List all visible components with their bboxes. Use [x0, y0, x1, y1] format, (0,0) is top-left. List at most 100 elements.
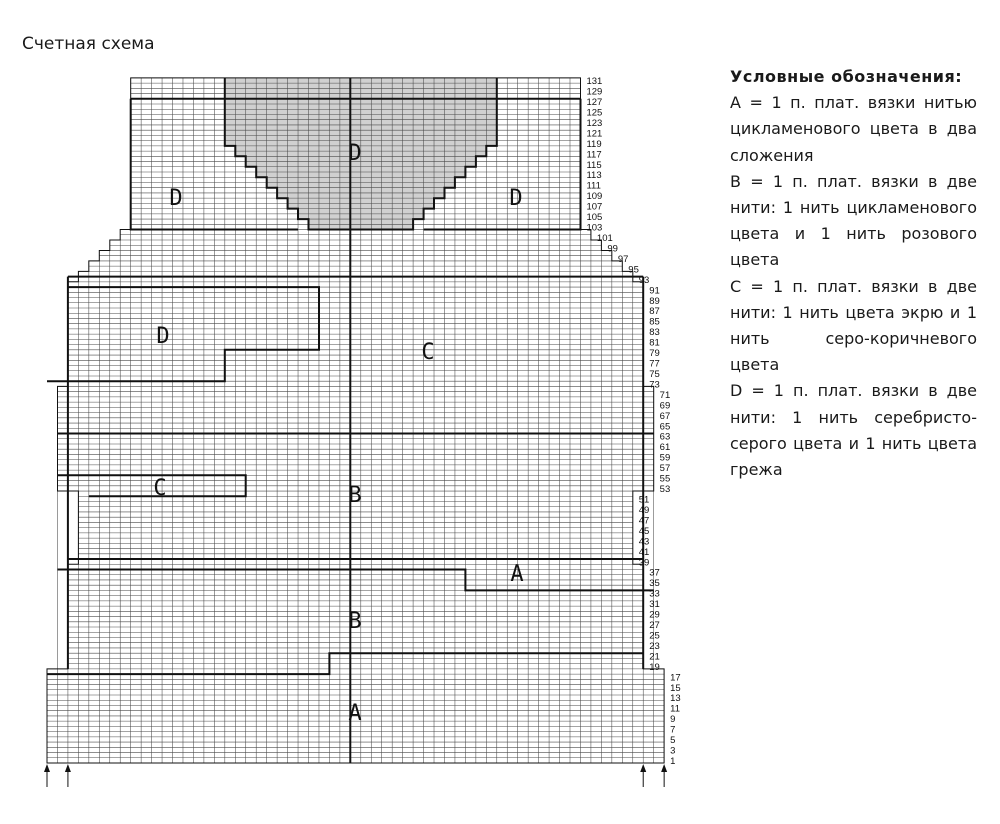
row-number: 53	[660, 484, 671, 495]
row-number: 35	[649, 578, 660, 589]
zone-label-b: B	[348, 483, 361, 508]
row-number: 103	[586, 223, 602, 234]
row-number: 99	[607, 243, 618, 254]
row-number: 33	[649, 589, 660, 600]
stitch-grid	[46, 77, 665, 764]
knitting-chart: A B A B C C D D D D 13579111315171921232…	[44, 76, 681, 787]
row-number: 69	[660, 400, 671, 411]
zone-border	[129, 98, 298, 231]
row-number: 3	[670, 746, 675, 757]
row-number: 113	[586, 170, 601, 181]
row-number: 65	[660, 421, 671, 432]
row-number: 131	[586, 76, 602, 87]
row-number: 39	[639, 557, 650, 568]
row-number: 111	[586, 181, 600, 192]
row-number: 21	[649, 651, 660, 662]
legend-item-c: C = 1 п. плат. вязки в две нити: 1 нить …	[730, 276, 977, 375]
legend-item-b: B = 1 п. плат. вязки в две нити: 1 нить …	[730, 171, 977, 270]
row-number: 41	[639, 547, 650, 558]
row-number: 15	[670, 683, 681, 694]
row-number: 81	[649, 338, 660, 349]
row-number: 71	[660, 390, 671, 401]
row-number: 43	[639, 536, 650, 547]
legend-item-d: D = 1 п. плат. вязки в две нити: 1 нить …	[730, 381, 977, 480]
row-number: 11	[670, 704, 680, 715]
row-number: 45	[639, 526, 650, 537]
row-number: 73	[649, 379, 660, 390]
row-number: 17	[670, 672, 681, 683]
row-number: 31	[649, 599, 660, 610]
row-number: 29	[649, 610, 660, 621]
row-number: 61	[660, 442, 671, 453]
row-number: 129	[586, 87, 602, 98]
zone-border	[223, 77, 498, 231]
row-number: 57	[660, 463, 671, 474]
legend-item-a: A = 1 п. плат. вязки нитью цикламенового…	[730, 93, 977, 165]
chart-title: Счетная схема	[22, 34, 155, 54]
row-number: 27	[649, 620, 660, 631]
zone-label-d: D	[169, 186, 182, 211]
row-number: 49	[639, 505, 650, 516]
row-number: 107	[586, 202, 602, 213]
row-number: 91	[649, 285, 660, 296]
row-number: 109	[586, 191, 602, 202]
color-zone-borders	[47, 77, 654, 763]
row-number: 25	[649, 630, 660, 641]
arrow-head	[640, 764, 647, 772]
row-number: 77	[649, 359, 660, 370]
row-number: 79	[649, 348, 660, 359]
row-number: 55	[660, 474, 671, 485]
zone-label-c: C	[421, 340, 434, 365]
row-number: 121	[586, 128, 602, 139]
zone-label-a: A	[510, 562, 523, 587]
row-number: 123	[586, 118, 602, 129]
zone-label-a: A	[348, 701, 361, 726]
row-number: 5	[670, 735, 675, 746]
row-number: 75	[649, 369, 660, 380]
zone-label-b: B	[348, 609, 361, 634]
zone-border	[47, 286, 320, 383]
row-number: 13	[670, 693, 681, 704]
row-number: 37	[649, 568, 660, 579]
row-number: 119	[586, 139, 601, 150]
zone-labels: A B A B C C D D D D	[153, 141, 523, 726]
row-number: 127	[586, 97, 602, 108]
zone-label-d: D	[348, 141, 361, 166]
row-number: 1	[670, 756, 675, 767]
row-number: 85	[649, 317, 660, 328]
row-number: 115	[586, 160, 601, 171]
chart-outline-path	[46, 77, 665, 764]
row-number: 95	[628, 264, 639, 275]
row-number: 93	[639, 275, 650, 286]
arrow-head	[64, 764, 71, 772]
row-number: 105	[586, 212, 602, 223]
row-number: 7	[670, 725, 675, 736]
row-number: 83	[649, 327, 660, 338]
row-number: 117	[586, 149, 601, 160]
zone-border	[423, 98, 582, 231]
row-number: 63	[660, 432, 671, 443]
zone-label-c: C	[153, 476, 166, 501]
zone-label-d: D	[156, 324, 169, 349]
row-number: 23	[649, 641, 660, 652]
row-number: 87	[649, 306, 660, 317]
row-number: 67	[660, 411, 671, 422]
row-numbers: 1357911131517192123252729313335373941434…	[586, 76, 680, 767]
row-number: 97	[618, 254, 629, 265]
zone-border	[57, 568, 654, 592]
legend-heading: Условные обозначения:	[730, 67, 963, 86]
row-number: 59	[660, 453, 671, 464]
row-number: 101	[597, 233, 613, 244]
zone-border	[47, 652, 644, 676]
arrow-head	[44, 764, 50, 772]
row-number: 19	[649, 662, 660, 673]
arrow-head	[661, 764, 668, 772]
row-number: 47	[639, 515, 650, 526]
legend: Условные обозначения: A = 1 п. плат. вяз…	[730, 64, 977, 483]
edge-arrows	[44, 764, 668, 787]
chart-outline	[46, 77, 665, 764]
zone-label-d: D	[509, 186, 522, 211]
row-number: 125	[586, 107, 602, 118]
row-number: 89	[649, 296, 660, 307]
row-number: 9	[670, 714, 675, 725]
